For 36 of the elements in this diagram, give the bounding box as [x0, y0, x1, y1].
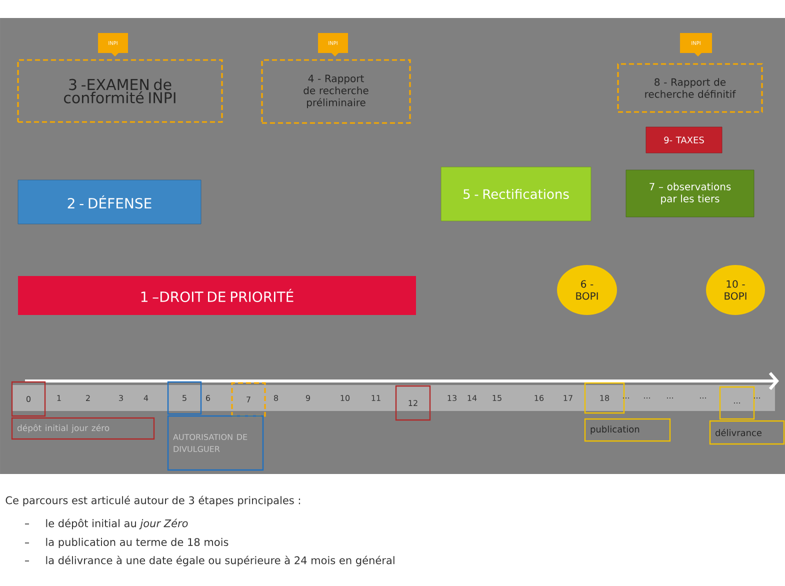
dashed-box: 3 -EXAMEN de conformité INPI: [17, 59, 223, 123]
tick-number: 11: [372, 395, 380, 401]
tick-number: 3: [119, 394, 123, 401]
highlight-box: 0: [11, 381, 46, 417]
highlight-box: 7: [231, 382, 266, 417]
intro-text: Ce parcours est articulé autour de 3 étapes principales :: [6, 496, 300, 506]
dashed-box: 4 - Rapport de recherche préliminaire: [261, 59, 411, 124]
tick-number: 14: [468, 395, 477, 401]
highlight-box: 12: [395, 385, 431, 421]
highlight-box: 18: [584, 382, 625, 414]
tick-number: 6: [206, 394, 210, 401]
step-box: 9- TAXES: [646, 126, 722, 154]
step-box: 1 –DROIT DE PRIORITÉ: [18, 276, 416, 315]
bullet-item: la publication au terme de 18 mois: [46, 538, 228, 548]
highlight-box: 5: [167, 381, 202, 415]
tick-number: 2: [86, 395, 90, 401]
step-box: 7 – observations par les tiers: [626, 170, 754, 218]
step-box: 2 - DÉFENSE: [18, 180, 202, 224]
bullet-item: la délivrance à une date égale ou supérieure à 24 mois en général: [46, 556, 394, 566]
callout-box: publication: [584, 418, 671, 442]
tick-number: 8: [274, 394, 278, 401]
callout-box: dépôt initial jour zéro: [11, 417, 155, 440]
bullet-item: le dépôt initial au jour Zéro: [46, 518, 188, 530]
tick-number: 9: [306, 394, 310, 401]
highlight-box: ...: [719, 386, 755, 420]
step-box: 5 - Rectifications: [440, 166, 592, 222]
callout-box: AUTORISATION DE DIVULGUER: [167, 415, 264, 471]
tick-number: 17: [564, 395, 572, 401]
tick-number: 4: [144, 395, 148, 401]
tick-number: 1: [57, 395, 61, 401]
dashed-box: 8 - Rapport de recherche définitif: [617, 63, 763, 113]
callout-box: délivrance: [709, 420, 785, 445]
tick-number: 13: [448, 394, 456, 401]
tick-number: 16: [534, 394, 544, 401]
tick-number: 10: [340, 394, 350, 401]
tick-number: 15: [492, 395, 502, 401]
